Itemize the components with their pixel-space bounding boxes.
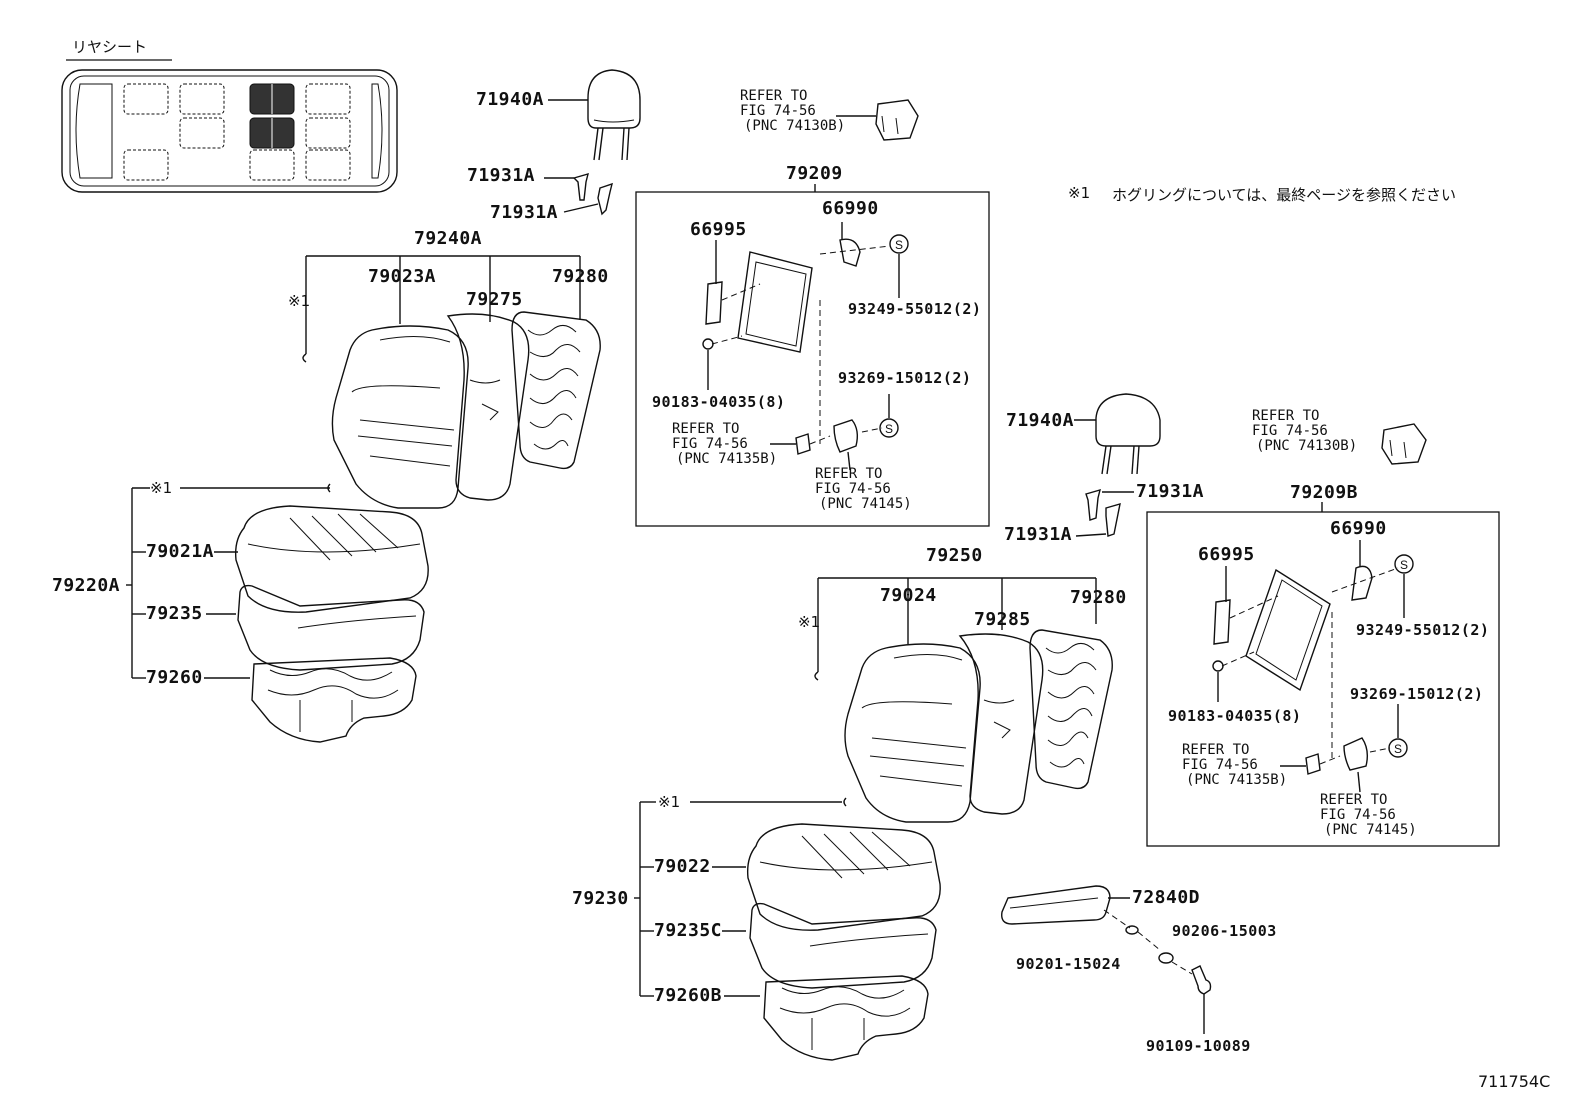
note-text: ホグリングについては、最終ページを参照ください: [1112, 186, 1456, 204]
part-79220A[interactable]: 79220A: [52, 575, 121, 596]
headrest-71940A-right: [1074, 393, 1161, 475]
hog-ring-mark: ※1: [288, 292, 311, 310]
seat-back-group-79250: [814, 577, 1113, 823]
svg-text:S: S: [885, 422, 893, 436]
part-93249-55012[interactable]: 93249-55012(2): [1356, 621, 1490, 639]
guide-71931A-top: [544, 172, 613, 216]
part-90109-10089[interactable]: 90109-10089: [1146, 1037, 1251, 1055]
seat-cushion-group-79230: [634, 797, 941, 1061]
part-90183-04035[interactable]: 90183-04035(8): [652, 393, 786, 411]
part-71931A[interactable]: 71931A: [1136, 481, 1205, 502]
part-66990[interactable]: 66990: [822, 198, 879, 219]
part-79280[interactable]: 79280: [552, 266, 609, 287]
part-93249-55012[interactable]: 93249-55012(2): [848, 300, 982, 318]
part-79280[interactable]: 79280: [1070, 587, 1127, 608]
part-79023A[interactable]: 79023A: [368, 266, 437, 287]
vehicle-seat-layout: [61, 59, 398, 193]
part-79235C[interactable]: 79235C: [654, 920, 723, 941]
part-79285[interactable]: 79285: [974, 609, 1031, 630]
armrest-72840D: [1001, 885, 1212, 1034]
hog-ring-mark: ※1: [658, 793, 681, 811]
hog-ring-mark: ※1: [150, 479, 173, 497]
svg-text:S: S: [895, 238, 903, 252]
seat-adjuster-box-79209B: [1146, 502, 1500, 847]
part-71931A[interactable]: 71931A: [1004, 524, 1073, 545]
rear-seat-label: リヤシート: [72, 38, 148, 56]
seat-back-group-79240A: [302, 255, 601, 509]
seat-cushion-group-79220A: [126, 483, 429, 743]
note-mark: ※1: [1068, 184, 1091, 202]
part-79024[interactable]: 79024: [880, 585, 937, 606]
part-66990[interactable]: 66990: [1330, 518, 1387, 539]
part-79250[interactable]: 79250: [926, 545, 983, 566]
part-79275[interactable]: 79275: [466, 289, 523, 310]
part-90206-15003[interactable]: 90206-15003: [1172, 922, 1277, 940]
part-71940A[interactable]: 71940A: [476, 89, 545, 110]
part-71940A[interactable]: 71940A: [1006, 410, 1075, 431]
svg-text:S: S: [1394, 742, 1402, 756]
part-93269-15012[interactable]: 93269-15012(2): [1350, 685, 1484, 703]
part-90201-15024[interactable]: 90201-15024: [1016, 955, 1121, 973]
part-79235[interactable]: 79235: [146, 603, 203, 624]
svg-text:S: S: [1400, 558, 1408, 572]
part-79260[interactable]: 79260: [146, 667, 203, 688]
seat-adjuster-box-79209: [635, 184, 990, 527]
part-93269-15012[interactable]: 93269-15012(2): [838, 369, 972, 387]
part-79021A[interactable]: 79021A: [146, 541, 215, 562]
part-79209[interactable]: 79209: [786, 163, 843, 184]
part-66995[interactable]: 66995: [1198, 544, 1255, 565]
cover-74130B-right: [1381, 423, 1427, 465]
hog-ring-mark: ※1: [798, 613, 821, 631]
part-71931A[interactable]: 71931A: [490, 202, 559, 223]
part-66995[interactable]: 66995: [690, 219, 747, 240]
guide-71931A-right: [1075, 488, 1134, 537]
part-71931A[interactable]: 71931A: [467, 165, 536, 186]
headrest-71940A-top: [548, 69, 641, 161]
figure-number: 711754C: [1478, 1072, 1551, 1091]
part-79230[interactable]: 79230: [572, 888, 629, 909]
part-79260B[interactable]: 79260B: [654, 985, 723, 1006]
part-79022[interactable]: 79022: [654, 856, 711, 877]
part-79240A[interactable]: 79240A: [414, 228, 483, 249]
cover-74130B-top: [836, 99, 919, 141]
part-79209B[interactable]: 79209B: [1290, 482, 1359, 503]
part-72840D[interactable]: 72840D: [1132, 887, 1201, 908]
part-90183-04035[interactable]: 90183-04035(8): [1168, 707, 1302, 725]
